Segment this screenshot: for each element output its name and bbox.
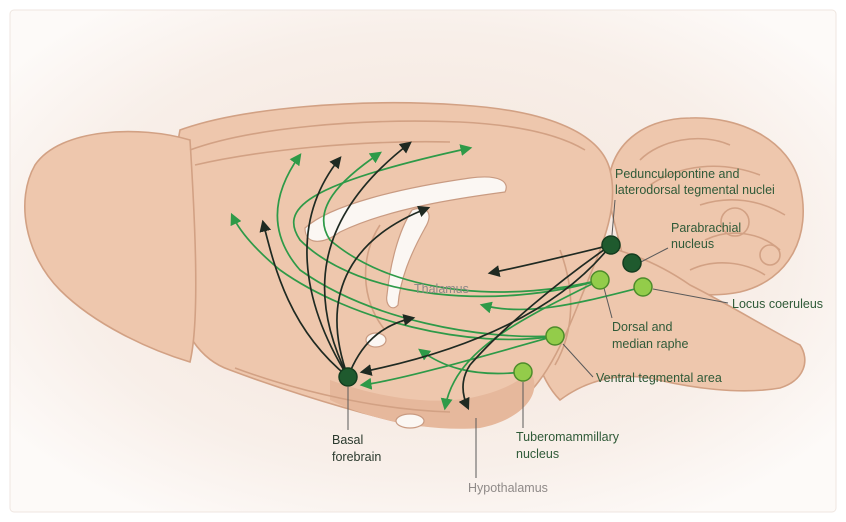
parabrachial-label-line2: nucleus — [671, 237, 714, 251]
ppt-ldt-nucleus — [602, 236, 620, 254]
tuberomammillary-nucleus-dot — [514, 363, 532, 381]
ppt-ldt-label-line1: Pedunculopontine and — [615, 167, 739, 181]
thalamus-label: Thalamus — [414, 282, 469, 296]
dorsal-median-raphe-dot — [591, 271, 609, 289]
hypothalamus-label: Hypothalamus — [468, 481, 548, 495]
dorsal-median-raphe-label-line1: Dorsal and — [612, 320, 672, 334]
optic-chiasm — [396, 414, 424, 428]
ppt-ldt-label-line2: laterodorsal tegmental nuclei — [615, 183, 775, 197]
tuberomammillary-label-line1: Tuberomammillary — [516, 430, 620, 444]
locus-coeruleus-dot — [634, 278, 652, 296]
tuberomammillary-label-line2: nucleus — [516, 447, 559, 461]
locus-coeruleus-label: Locus coeruleus — [732, 297, 823, 311]
basal-forebrain-label-line2: forebrain — [332, 450, 381, 464]
dorsal-median-raphe-label-line2: median raphe — [612, 337, 688, 351]
ventral-tegmental-area-label: Ventral tegmental area — [596, 371, 722, 385]
ventral-tegmental-area-dot — [546, 327, 564, 345]
basal-forebrain-dot — [339, 368, 357, 386]
parabrachial-nucleus-dot — [623, 254, 641, 272]
basal-forebrain-label-line1: Basal — [332, 433, 363, 447]
parabrachial-label-line1: Parabrachial — [671, 221, 741, 235]
